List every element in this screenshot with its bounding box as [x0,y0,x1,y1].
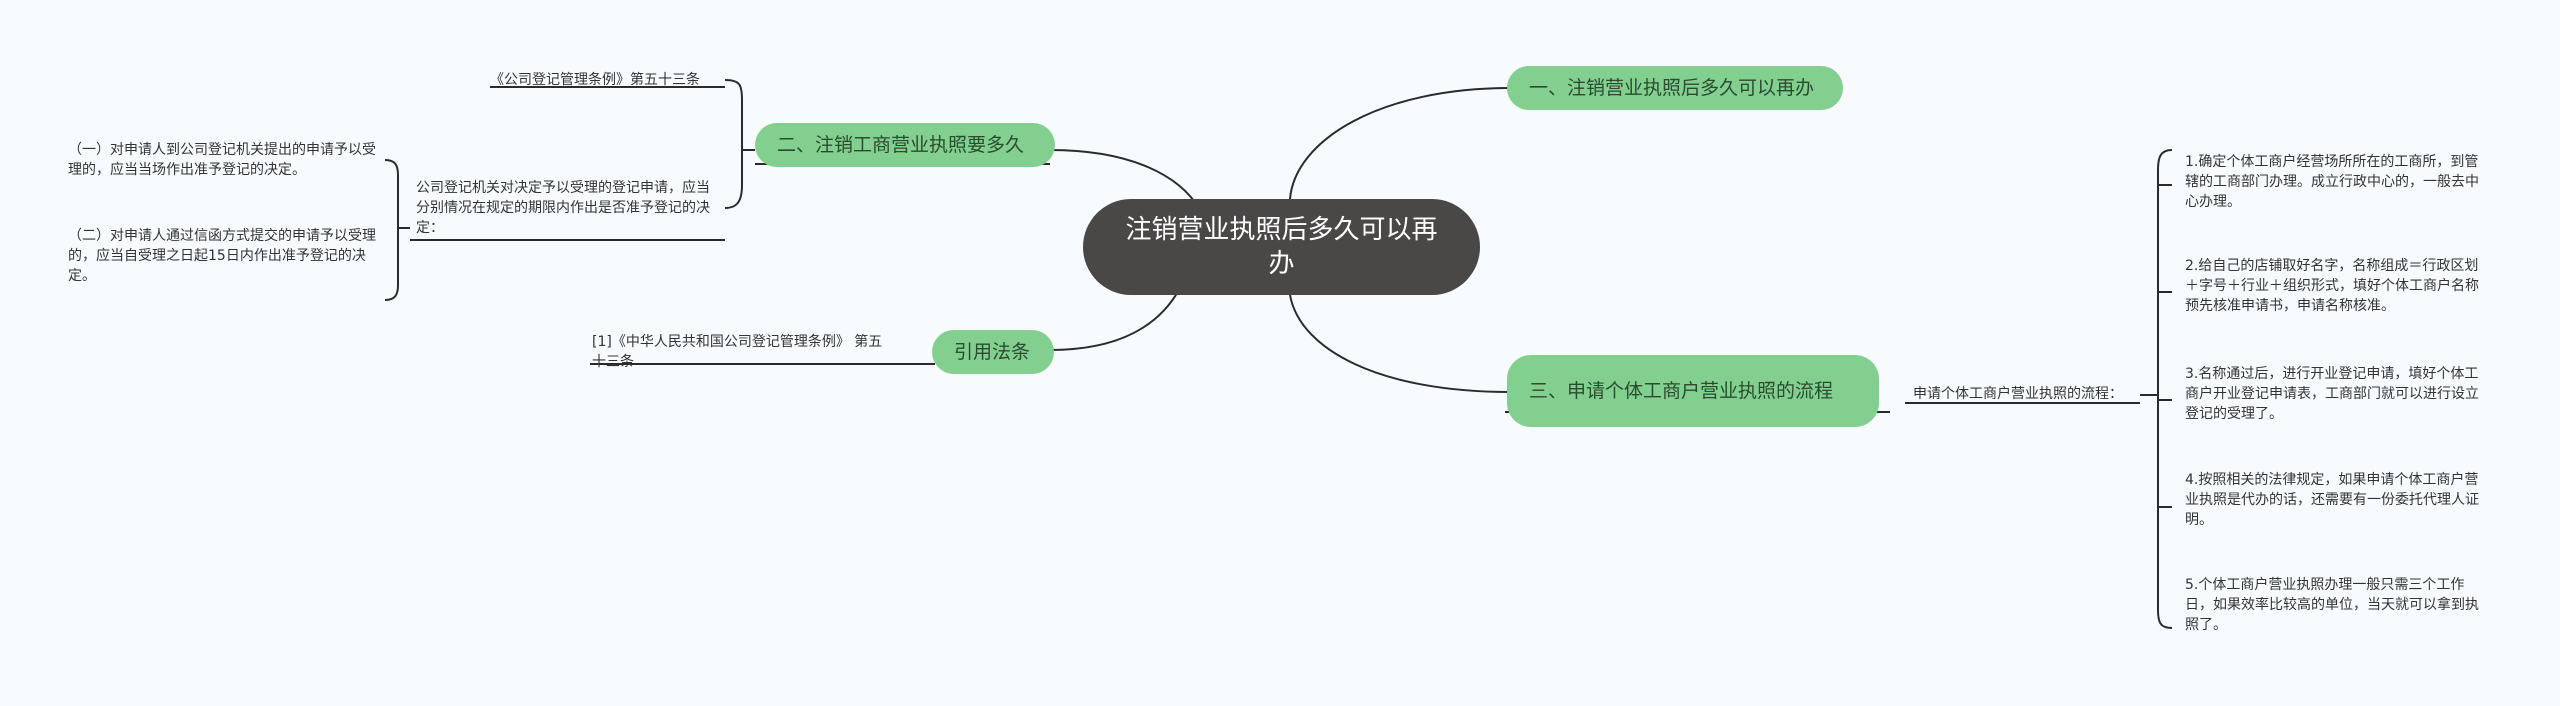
step-5: 5.个体工商户营业执照办理一般只需三个工作日，如果效率比较高的单位，当天就可以拿… [2185,575,2490,635]
step-4-text: 4.按照相关的法律规定，如果申请个体工商户营业执照是代办的话，还需要有一份委托代… [2185,472,2479,528]
regulation-reference: 《公司登记管理条例》第五十三条 [490,70,730,90]
central-topic[interactable]: 注销营业执照后多久可以再办 [1083,199,1480,295]
branch-2-label: 二、注销工商营业执照要多久 [777,134,1025,156]
step-2-text: 2.给自己的店铺取好名字，名称组成＝行政区划＋字号＋行业＋组织形式，填好个体工商… [2185,258,2479,314]
step-1-text: 1.确定个体工商户经营场所所在的工商所，到管辖的工商部门办理。成立行政中心的，一… [2185,154,2479,210]
item-2-text: （二）对申请人通过信函方式提交的申请予以受理的，应当自受理之日起15日内作出准予… [68,228,376,284]
regulation-text: 《公司登记管理条例》第五十三条 [490,72,700,88]
branch-3[interactable]: 三、申请个体工商户营业执照的流程 [1507,355,1879,427]
decision-bracket [384,159,410,301]
connector-center-b1 [1289,87,1511,200]
step-2: 2.给自己的店铺取好名字，名称组成＝行政区划＋字号＋行业＋组织形式，填好个体工商… [2185,256,2490,316]
branch-1[interactable]: 一、注销营业执照后多久可以再办 [1507,66,1843,110]
branch-2[interactable]: 二、注销工商营业执照要多久 [755,123,1055,167]
decision-text-content: 公司登记机关对决定予以受理的登记申请，应当分别情况在规定的期限内作出是否准予登记… [416,180,710,236]
item-2: （二）对申请人通过信函方式提交的申请予以受理的，应当自受理之日起15日内作出准予… [68,226,380,286]
steps-intro: 申请个体工商户营业执照的流程： [1913,384,2153,404]
citation: [1]《中华人民共和国公司登记管理条例》 第五十三条 [592,332,892,372]
branch-1-label: 一、注销营业执照后多久可以再办 [1529,77,1815,99]
step-3-text: 3.名称通过后，进行开业登记申请，填好个体工商户开业登记申请表，工商部门就可以进… [2185,366,2479,422]
steps-intro-text: 申请个体工商户营业执照的流程： [1913,386,2123,402]
step-1: 1.确定个体工商户经营场所所在的工商所，到管辖的工商部门办理。成立行政中心的，一… [2185,152,2490,212]
b2-bracket [724,79,755,209]
connector-center-b4 [1049,287,1181,351]
connector-center-b3 [1289,294,1511,393]
step-4: 4.按照相关的法律规定，如果申请个体工商户营业执照是代办的话，还需要有一份委托代… [2185,470,2490,530]
step-3: 3.名称通过后，进行开业登记申请，填好个体工商户开业登记申请表，工商部门就可以进… [2185,364,2490,424]
decision-text: 公司登记机关对决定予以受理的登记申请，应当分别情况在规定的期限内作出是否准予登记… [416,178,722,238]
branch-4-label: 引用法条 [954,341,1031,363]
citation-text: [1]《中华人民共和国公司登记管理条例》 第五十三条 [592,334,883,370]
branch-4[interactable]: 引用法条 [932,330,1054,374]
steps-bracket [2140,149,2173,629]
item-1: （一）对申请人到公司登记机关提出的申请予以受理的，应当当场作出准予登记的决定。 [68,140,380,180]
central-topic-label: 注销营业执照后多久可以再办 [1125,215,1438,279]
branch-3-label: 三、申请个体工商户营业执照的流程 [1529,380,1834,402]
connector-center-b2 [1049,149,1201,211]
step-5-text: 5.个体工商户营业执照办理一般只需三个工作日，如果效率比较高的单位，当天就可以拿… [2185,577,2479,633]
item-1-text: （一）对申请人到公司登记机关提出的申请予以受理的，应当当场作出准予登记的决定。 [68,142,376,178]
